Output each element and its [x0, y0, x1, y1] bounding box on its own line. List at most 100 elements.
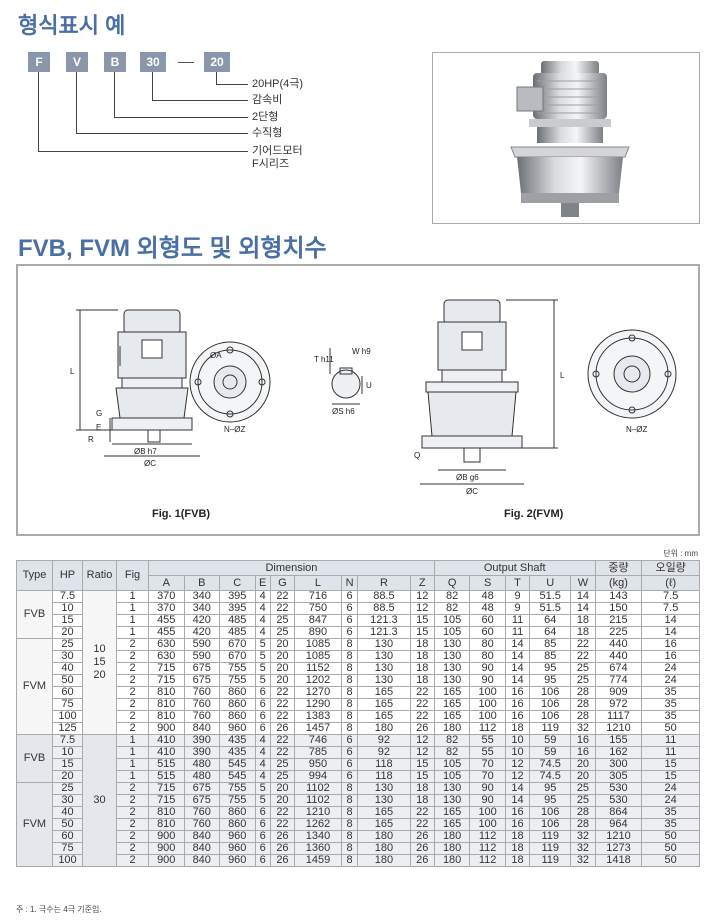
table-cell: 25: [570, 662, 596, 675]
table-cell: 11: [504, 626, 531, 639]
table-cell: 2: [116, 854, 149, 867]
dim-label-l-fvm: L: [560, 371, 565, 380]
th-col-e: E: [254, 575, 271, 591]
dim-label-c: ØC: [144, 459, 156, 468]
table-cell: 12: [504, 758, 531, 771]
table-cell: 22: [269, 710, 296, 723]
table-cell: 1: [116, 590, 149, 603]
table-cell: 674: [594, 662, 643, 675]
table-cell: 20: [269, 674, 296, 687]
table-cell: 810: [148, 806, 185, 819]
table-cell: 22: [269, 818, 296, 831]
cell-hp: 40: [52, 806, 83, 819]
table-cell: 755: [219, 794, 256, 807]
table-cell: 22: [269, 806, 296, 819]
table-cell: 15: [409, 770, 435, 783]
table-cell: 4: [254, 626, 271, 639]
table-cell: 410: [148, 746, 185, 759]
table-cell: 70: [469, 770, 506, 783]
table-cell: 25: [269, 770, 296, 783]
table-cell: 8: [340, 722, 359, 735]
table-cell: 4: [254, 734, 271, 747]
connector-line: [216, 84, 248, 85]
table-cell: 22: [570, 650, 596, 663]
table-cell: 85: [529, 638, 572, 651]
table-cell: 960: [219, 854, 256, 867]
table-cell: 370: [148, 602, 185, 615]
table-cell: 860: [219, 710, 256, 723]
table-cell: 8: [340, 830, 359, 843]
cell-hp: 40: [52, 662, 83, 675]
dim-label-e: E: [96, 423, 101, 432]
table-cell: 716: [294, 590, 342, 603]
table-cell: 760: [183, 686, 220, 699]
table-cell: 90: [469, 674, 506, 687]
table-cell: 35: [641, 818, 700, 831]
fig-caption-fvb: Fig. 1(FVB): [152, 508, 211, 520]
table-cell: 18: [504, 722, 531, 735]
table-cell: 900: [148, 842, 185, 855]
table-cell: 675: [183, 782, 220, 795]
table-cell: 180: [433, 842, 471, 855]
th-col-c: C: [219, 575, 256, 591]
dim-label-u: U: [366, 381, 372, 390]
table-cell: 165: [357, 698, 411, 711]
label-hp: 20HP(4극): [252, 78, 304, 90]
table-cell: 105: [433, 770, 471, 783]
table-cell: 8: [340, 710, 359, 723]
table-cell: 4: [254, 602, 271, 615]
table-cell: 95: [529, 794, 572, 807]
table-cell: 545: [219, 758, 256, 771]
table-cell: 92: [357, 734, 411, 747]
cell-hp: 15: [52, 614, 83, 627]
table-cell: 6: [340, 590, 359, 603]
table-cell: 50: [641, 830, 700, 843]
table-cell: 59: [529, 746, 572, 759]
table-cell: 1202: [294, 674, 342, 687]
th-oil-unit: (ℓ): [641, 575, 700, 591]
table-cell: 16: [504, 710, 531, 723]
table-cell: 59: [529, 734, 572, 747]
table-cell: 106: [529, 818, 572, 831]
table-cell: 455: [148, 614, 185, 627]
table-cell: 715: [148, 782, 185, 795]
cell-hp: 75: [52, 698, 83, 711]
table-cell: 14: [504, 782, 531, 795]
table-cell: 106: [529, 710, 572, 723]
table-cell: 5: [254, 650, 271, 663]
table-cell: 28: [570, 818, 596, 831]
table-cell: 2: [116, 650, 149, 663]
table-cell: 746: [294, 734, 342, 747]
table-cell: 26: [269, 842, 296, 855]
th-type: Type: [16, 560, 53, 591]
table-cell: 35: [641, 686, 700, 699]
table-cell: 64: [529, 614, 572, 627]
table-cell: 16: [641, 650, 700, 663]
table-cell: 20: [269, 662, 296, 675]
table-cell: 18: [409, 638, 435, 651]
table-cell: 760: [183, 806, 220, 819]
cell-ratio: 30: [82, 734, 117, 867]
table-cell: 180: [433, 830, 471, 843]
code-box-f: F: [28, 52, 50, 72]
table-cell: 130: [433, 662, 471, 675]
label-stage: 2단형: [252, 111, 279, 123]
table-cell: 8: [340, 782, 359, 795]
table-cell: 121.3: [357, 614, 411, 627]
table-cell: 810: [148, 686, 185, 699]
table-cell: 8: [340, 674, 359, 687]
code-box-hp: 20: [204, 52, 230, 72]
table-cell: 12: [409, 602, 435, 615]
table-cell: 16: [504, 698, 531, 711]
table-cell: 16: [504, 806, 531, 819]
th-fig: Fig: [116, 560, 149, 591]
table-cell: 130: [357, 650, 411, 663]
table-cell: 32: [570, 830, 596, 843]
table-cell: 530: [594, 782, 643, 795]
